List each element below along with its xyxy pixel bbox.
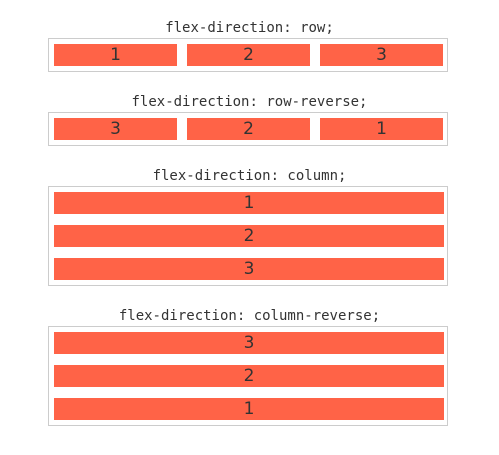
flex-item: 3 [54, 258, 444, 280]
flex-item: 2 [54, 365, 444, 387]
flex-container-column-reverse: 3 2 1 [48, 326, 448, 426]
flex-item: 1 [320, 118, 443, 140]
flex-item: 3 [54, 332, 444, 354]
flex-item: 2 [187, 44, 310, 66]
caption-row: flex-direction: row; [165, 20, 334, 36]
caption-column-reverse: flex-direction: column-reverse; [118, 308, 381, 324]
flex-item: 1 [54, 192, 444, 214]
flex-item: 1 [54, 398, 444, 420]
flex-container-column: 1 2 3 [48, 186, 448, 286]
caption-column: flex-direction: column; [152, 168, 347, 184]
flex-item: 1 [54, 44, 177, 66]
flex-container-row-reverse: 3 2 1 [48, 112, 448, 146]
flex-item: 2 [54, 225, 444, 247]
flex-item: 3 [54, 118, 177, 140]
flex-container-row: 1 2 3 [48, 38, 448, 72]
flex-item: 2 [187, 118, 310, 140]
caption-row-reverse: flex-direction: row-reverse; [131, 94, 368, 110]
flex-item: 3 [320, 44, 443, 66]
